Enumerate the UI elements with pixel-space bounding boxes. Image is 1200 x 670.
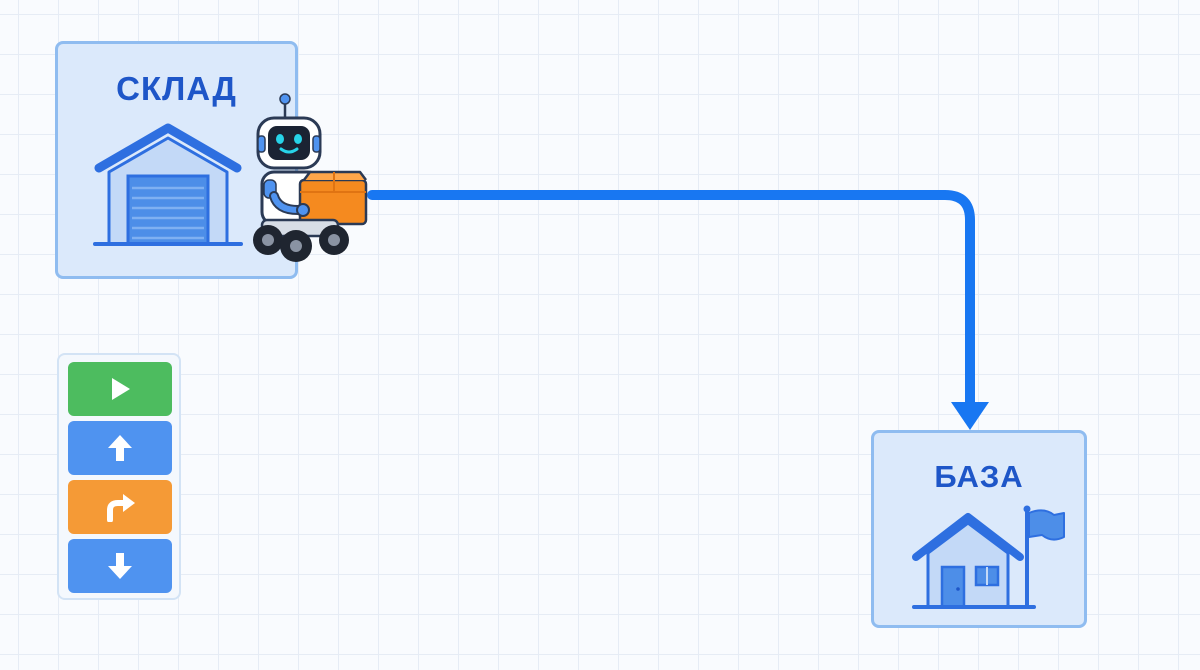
route-arrowhead xyxy=(951,402,989,430)
command-palette xyxy=(57,353,181,600)
move-forward-button[interactable] xyxy=(68,421,172,475)
turn-right-icon xyxy=(107,494,135,522)
house-with-flag-icon xyxy=(912,505,1065,609)
warehouse-card[interactable]: СКЛАД xyxy=(55,41,298,279)
warehouse-icon xyxy=(93,123,243,246)
arrow-up-icon xyxy=(108,435,132,461)
play-icon xyxy=(112,378,130,400)
robot-carrying-box-icon[interactable] xyxy=(248,92,372,264)
base-title: БАЗА xyxy=(934,459,1024,494)
warehouse-title: СКЛАД xyxy=(116,70,237,107)
arrow-down-icon xyxy=(108,553,132,579)
cargo-box xyxy=(298,170,368,226)
run-button[interactable] xyxy=(68,362,172,416)
base-card[interactable]: БАЗА xyxy=(871,430,1087,628)
turn-right-button[interactable] xyxy=(68,480,172,534)
move-down-button[interactable] xyxy=(68,539,172,593)
